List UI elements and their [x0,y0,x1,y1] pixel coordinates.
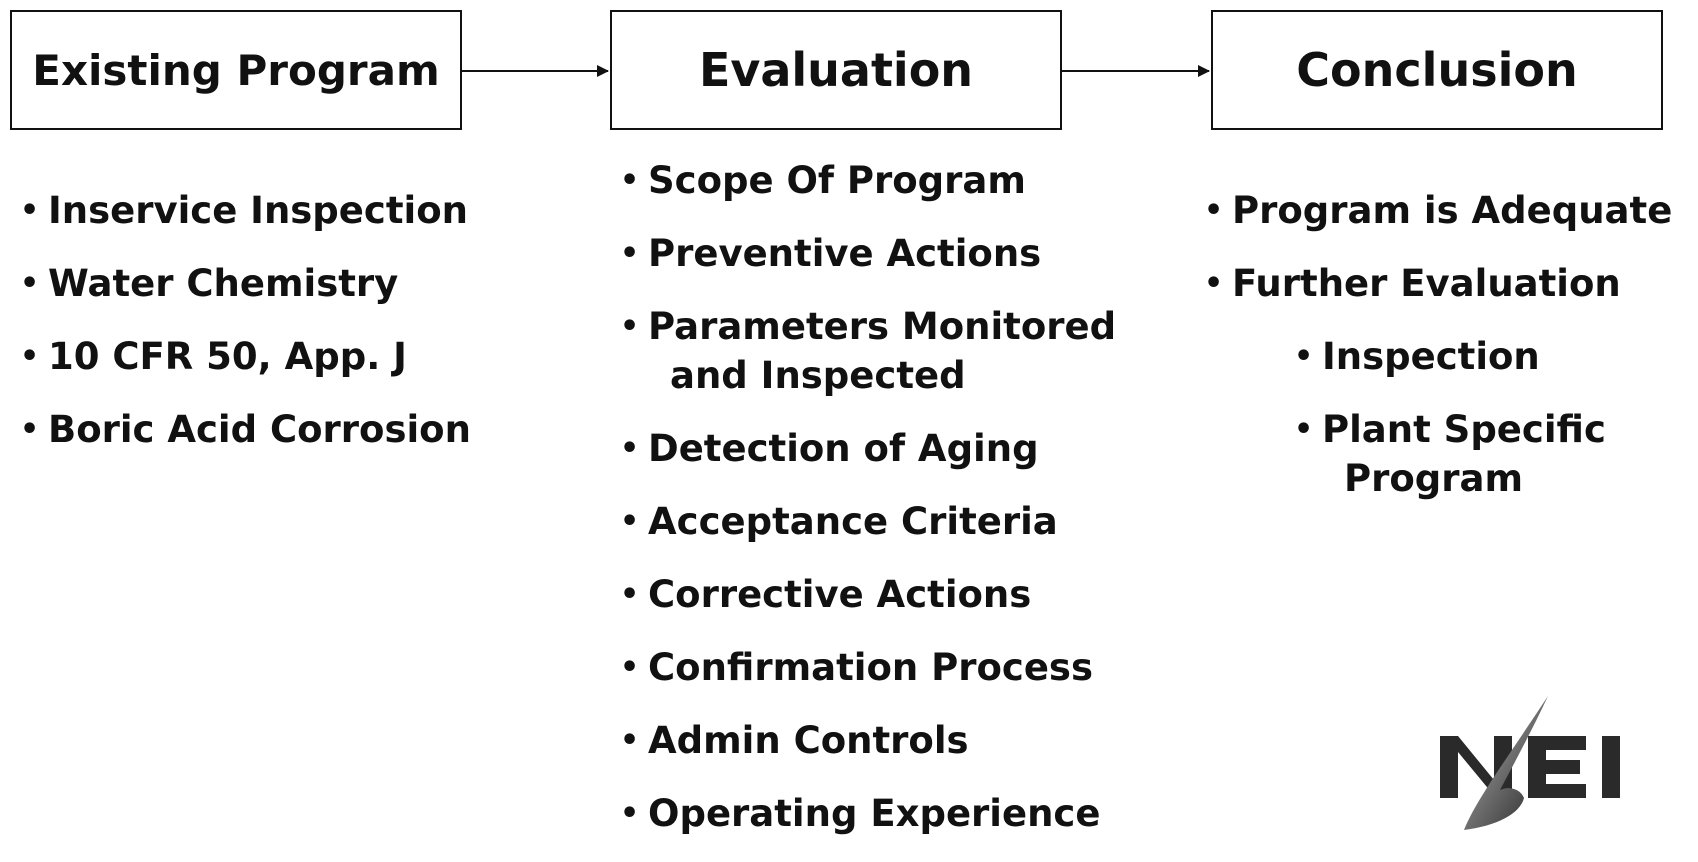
list-item: •Detection of Aging [614,424,1116,473]
bullet-icon: • [1294,412,1314,447]
bullet-icon: • [620,309,640,344]
logo-letter-e [1528,736,1586,798]
list-item: •Operating Experience [614,789,1116,838]
bullet-icon: • [620,577,640,612]
conclusion-title: Conclusion [1296,43,1578,97]
bullet-icon: • [20,193,40,228]
existing-program-list: •Inservice Inspection •Water Chemistry •… [14,186,471,478]
list-item: •Water Chemistry [14,259,471,308]
list-item: •10 CFR 50, App. J [14,332,471,381]
sub-list-item: •Inspection [1288,332,1672,381]
list-item: •Program is Adequate [1198,186,1672,235]
nei-logo [1440,696,1620,830]
bullet-icon: • [620,431,640,466]
list-item: •Confirmation Process [614,643,1116,692]
bullet-icon: • [20,266,40,301]
list-item: •Acceptance Criteria [614,497,1116,546]
list-item: •Admin Controls [614,716,1116,765]
list-item: •Preventive Actions [614,229,1116,278]
bullet-icon: • [620,163,640,198]
logo-swoosh [1464,696,1548,830]
bullet-icon: • [620,236,640,271]
list-item: •Further Evaluation [1198,259,1672,308]
existing-program-box: Existing Program [10,10,462,130]
bullet-icon: • [1294,339,1314,374]
bullet-icon: • [620,723,640,758]
bullet-icon: • [620,650,640,685]
bullet-icon: • [620,796,640,831]
bullet-icon: • [1204,266,1224,301]
list-item: •Boric Acid Corrosion [14,405,471,454]
evaluation-title: Evaluation [698,43,974,97]
list-item: •Scope Of Program [614,156,1116,205]
conclusion-box: Conclusion [1211,10,1663,130]
conclusion-list: •Program is Adequate •Further Evaluation… [1198,186,1672,527]
evaluation-box: Evaluation [610,10,1062,130]
bullet-icon: • [1204,193,1224,228]
evaluation-list: •Scope Of Program •Preventive Actions •P… [614,156,1116,862]
bullet-icon: • [20,339,40,374]
existing-program-title: Existing Program [32,45,440,95]
slide-canvas: Existing Program Evaluation Conclusion •… [10,10,1672,835]
list-item: •Inservice Inspection [14,186,471,235]
bullet-icon: • [620,504,640,539]
bullet-icon: • [20,412,40,447]
list-item: •Corrective Actions [614,570,1116,619]
logo-letter-i [1602,736,1620,798]
